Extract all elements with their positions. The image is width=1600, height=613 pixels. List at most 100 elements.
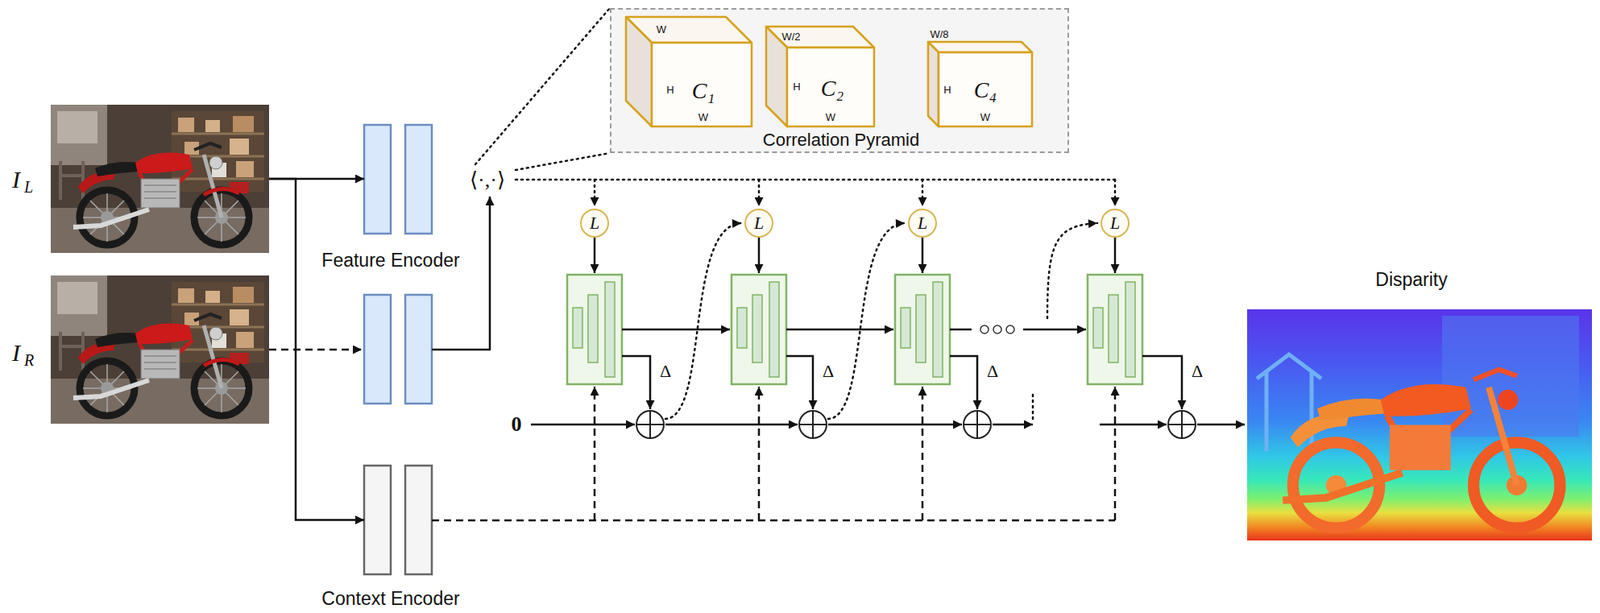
initial-zero: 0: [511, 413, 523, 437]
input-image-text: I: [12, 165, 21, 193]
update-wires: [828, 423, 962, 427]
data-flow-arrow: [269, 178, 365, 521]
input-image-text: I: [12, 339, 21, 366]
update-delta: Δ: [986, 361, 999, 382]
disparity-map: [1380, 384, 1472, 417]
sum-symbols: [963, 410, 991, 439]
correlation-volume-text: C₂: [820, 76, 844, 102]
context-encoder-layers: [364, 465, 391, 575]
disparity-map: [1473, 442, 1560, 528]
update-delta: Δ: [1191, 361, 1203, 382]
context-wires: [1114, 386, 1117, 521]
disparity-map: [1290, 414, 1350, 448]
correlation-wires: [475, 8, 1116, 419]
ellipsis-dots: [980, 325, 989, 334]
lookup-wires: [758, 237, 761, 274]
lookup-circle-text: L: [917, 213, 928, 233]
cube-face: [651, 42, 752, 127]
lookup-wires: [593, 237, 597, 274]
correlation-volume-text: W: [698, 111, 709, 124]
circle-outline: [580, 209, 609, 237]
disparity-map: [1282, 472, 1402, 501]
correlation-wires: [1114, 179, 1117, 207]
update-wires: [1142, 356, 1182, 410]
lookup-circle: L: [744, 208, 774, 238]
disparity-map: [1247, 309, 1592, 541]
disparity-map: [1247, 309, 1592, 541]
feature-encoder-layers: [364, 124, 432, 234]
input-image-text: L: [24, 178, 34, 196]
correlation-volume-text: H: [666, 84, 674, 96]
cube-face: [938, 52, 1033, 127]
correlation-volume-text: W/8: [929, 29, 949, 41]
right-feature-wire: [269, 348, 362, 352]
disparity-map: [1497, 389, 1518, 411]
update-wires: [786, 356, 813, 410]
input-image-text: R: [24, 351, 34, 369]
pyramid-panel: Correlation PyramidWHC₁WW/2HC₂WW/8HC₄W: [609, 8, 1070, 154]
sum-symbols: [799, 410, 827, 439]
hidden-state-wires: [621, 328, 730, 332]
context-wires: [593, 386, 597, 521]
context-wires: [431, 519, 1116, 523]
disparity-map: [1282, 369, 1560, 529]
correlation-wires: [515, 153, 610, 170]
hidden-state-wires: [786, 328, 894, 332]
correlation-wires: [828, 223, 905, 419]
circle-outline: [1101, 209, 1129, 237]
cube-face: [928, 41, 939, 127]
right-feature-wire: [431, 196, 490, 350]
correlation-volume-text: H: [943, 84, 951, 96]
feature-encoder-text: Feature Encoder: [321, 250, 460, 271]
correlation-wires: [1032, 394, 1035, 419]
feature-encoder-layers: [364, 294, 432, 404]
update-wires: [530, 356, 1245, 425]
cube-face: [787, 47, 875, 127]
hidden-state-wires: [949, 328, 972, 332]
sum-symbols: [1168, 410, 1196, 439]
context-wires: [758, 386, 761, 521]
context-encoder-layers: [405, 465, 432, 575]
correlation-wires: [921, 179, 925, 207]
context-encoder-layers: [364, 465, 432, 575]
correlation-volume-text: W: [656, 24, 667, 36]
correlation-volume-text: W: [825, 111, 836, 124]
correlation-volume-text: H: [792, 81, 800, 93]
lookup-circle-text: L: [589, 213, 600, 233]
correlation-volume-text: C₄: [974, 78, 997, 104]
correlation-wires: [475, 8, 610, 165]
disparity-map: [1389, 425, 1451, 471]
feature-encoder: Feature Encoder: [364, 124, 432, 234]
lookup-wires: [1114, 237, 1117, 274]
context-encoder-text: Context Encoder: [321, 588, 460, 610]
context-encoder: Context Encoder: [364, 465, 432, 575]
hidden-state-wires: [621, 328, 1087, 332]
input-photos: [50, 275, 270, 424]
lookup-circle-text: L: [754, 213, 764, 233]
input-photos: [50, 104, 270, 253]
update-delta: Δ: [659, 361, 672, 382]
context-wires: [431, 386, 1116, 521]
correlation-wires: [665, 223, 742, 419]
update-wires: [621, 356, 651, 410]
update-wires: [949, 356, 978, 410]
update-wires: [992, 423, 1033, 427]
update-wires: [665, 423, 798, 427]
update-delta: Δ: [822, 361, 834, 382]
update-blocks: [731, 274, 787, 385]
lookup-circle: L: [1100, 208, 1130, 238]
update-wires: [1099, 423, 1167, 427]
input-photos: [50, 104, 270, 424]
disparity-output-text: Disparity: [1375, 269, 1447, 291]
update-blocks: [1087, 274, 1143, 385]
correlation-wires: [593, 179, 597, 207]
lookup-circle: L: [580, 208, 610, 238]
correlation-volume: W/2HC₂W: [766, 26, 875, 127]
lookup-wires: [594, 237, 1116, 274]
input-image: IR: [50, 275, 270, 424]
inner-product-symbol: ⟨·,·⟩: [469, 169, 506, 193]
lookup-circle-text: L: [1110, 213, 1120, 233]
disparity-map: [1256, 354, 1322, 452]
lookup-wires: [921, 237, 925, 274]
